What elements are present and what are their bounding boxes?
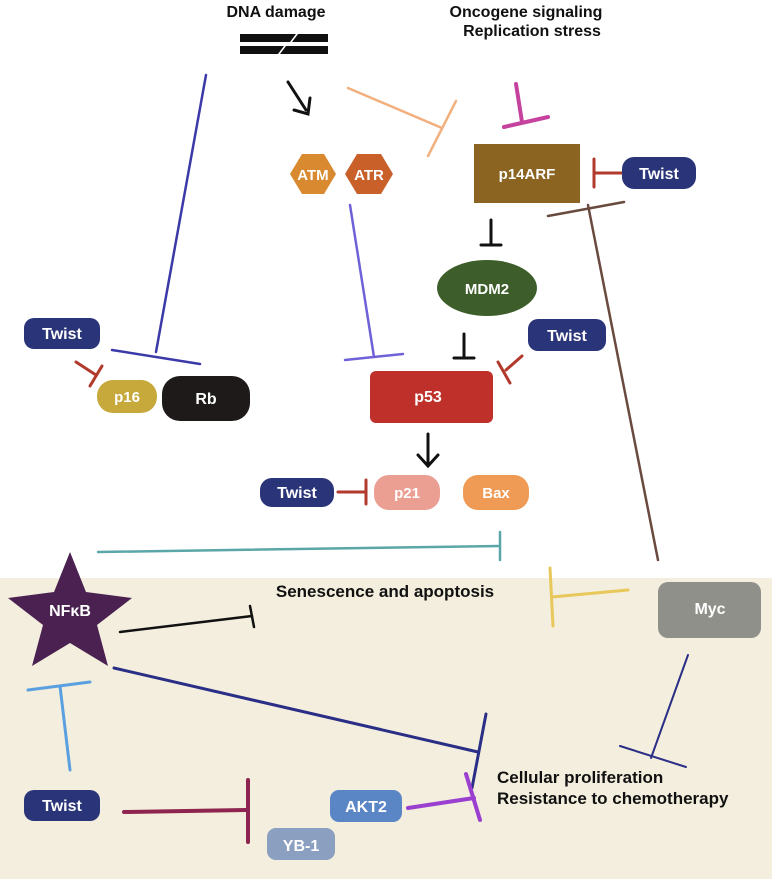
mdm2-node: MDM2 [437, 260, 537, 316]
p16-node: p16 [97, 380, 157, 413]
twist-p16-label: Twist [42, 326, 82, 343]
yb1-node: YB-1 [267, 828, 335, 860]
myc-node: Myc [658, 582, 761, 638]
inhibit-dna-to-rb [154, 73, 208, 354]
inhibit-twist-to-p16 [74, 360, 98, 377]
cellular-proliferation-label: Cellular proliferation [497, 768, 663, 787]
inhibit-nfkb-to-bax [96, 544, 502, 554]
oncogene-signaling-label: Oncogene signaling [450, 4, 603, 21]
atr-node: ATR [345, 154, 393, 194]
akt2-label: AKT2 [345, 799, 387, 816]
rb-label: Rb [195, 391, 217, 408]
twist-bottom-node: Twist [24, 790, 100, 821]
twist-p16-node: Twist [24, 318, 100, 349]
inhibit-twist-to-p53 [504, 354, 524, 372]
inhibit-bar-nfkb-to-senescence [248, 604, 256, 629]
inhibit-atr-to-p53 [348, 203, 376, 359]
p21-label: p21 [394, 485, 420, 502]
lower-region-background [0, 578, 772, 879]
inhibit-bar-myc-to-p14arf [546, 200, 626, 218]
inhibit-akt2-to-proliferation [406, 796, 476, 810]
p14arf-node: p14ARF [474, 144, 580, 203]
inhibit-bar-akt2-to-proliferation [464, 772, 482, 822]
p14arf-label: p14ARF [499, 166, 556, 183]
inhibit-bar-dna-to-p14arf [426, 99, 458, 158]
dna-damage-label: DNA damage [227, 4, 326, 21]
inhibit-myc-to-p14arf [586, 203, 660, 562]
twist-p21-label: Twist [277, 485, 317, 502]
rb-node: Rb [162, 376, 250, 421]
replication-stress-label: Replication stress [463, 23, 601, 40]
senescence-apoptosis-label: Senescence and apoptosis [276, 582, 494, 601]
inhibit-bar-myc-to-senescence [548, 566, 555, 628]
bax-label: Bax [482, 485, 510, 502]
p53-label: p53 [414, 389, 442, 406]
mdm2-label: MDM2 [465, 281, 509, 298]
bax-node: Bax [463, 475, 529, 510]
twist-p53-label: Twist [547, 328, 587, 345]
inhibit-nfkb-to-senescence [118, 614, 254, 634]
atr-label: ATR [354, 167, 384, 184]
arrowhead-p53-to-p21 [416, 453, 440, 469]
inhibit-nfkb-to-proliferation [112, 666, 480, 754]
p53-node: p53 [370, 371, 493, 423]
atm-label: ATM [297, 167, 328, 184]
twist-bottom-label: Twist [42, 798, 82, 815]
inhibit-bar-twist-to-nfkb [26, 680, 92, 692]
atm-node: ATM [290, 154, 336, 194]
inhibit-oncogene-to-p14arf [514, 82, 524, 124]
arrowhead-dna-to-atm [292, 96, 312, 116]
nfkb-label: NFκB [49, 603, 91, 620]
myc-label: Myc [694, 601, 725, 618]
inhibit-bar-oncogene-to-p14arf [502, 115, 550, 129]
yb1-label: YB-1 [283, 838, 320, 855]
twist-p21-node: Twist [260, 478, 334, 507]
inhibit-twist-to-akt2 [122, 808, 248, 814]
inhibit-myc-to-senescence [550, 588, 630, 599]
inhibit-bar-atr-to-p53 [343, 352, 405, 362]
inhibit-twist-to-nfkb [58, 684, 72, 772]
inhibit-bar-twist-to-p16 [88, 364, 104, 388]
arrow-dna-to-atm [286, 80, 308, 112]
inhibit-dna-to-p14arf [346, 86, 444, 130]
inhibit-bar-myc-to-proliferation [619, 745, 687, 768]
inhibit-bar-twist-to-p53 [496, 360, 512, 385]
inhibit-myc-to-proliferation [650, 654, 689, 759]
inhibit-bar-nfkb-to-proliferation [470, 712, 488, 790]
twist-p14arf-label: Twist [639, 166, 679, 183]
p21-node: p21 [374, 475, 440, 510]
p16-label: p16 [114, 389, 140, 406]
resistance-chemotherapy-label: Resistance to chemotherapy [497, 789, 729, 808]
dna-break-icon [240, 34, 328, 54]
twist-p53-node: Twist [528, 319, 606, 351]
akt2-node: AKT2 [330, 790, 402, 822]
twist-p14arf-node: Twist [622, 157, 696, 189]
inhibit-bar-dna-to-rb [110, 348, 202, 366]
nfkb-node: NFκB [8, 552, 132, 666]
